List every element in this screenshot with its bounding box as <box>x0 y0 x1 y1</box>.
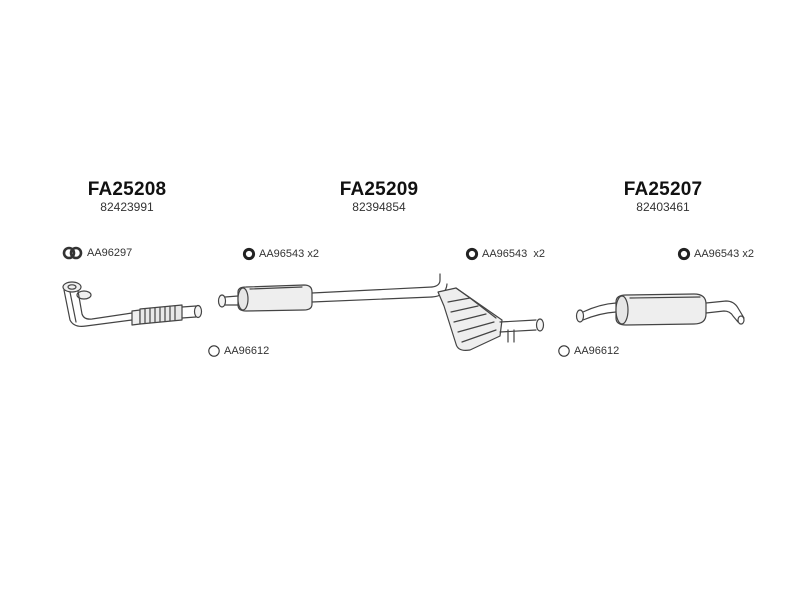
accessory-label: AA96612 <box>574 345 620 357</box>
part-oe-number: 82403461 <box>636 200 690 214</box>
accessory-label: AA96543 x2 <box>482 248 545 260</box>
part-header-fa25208: FA25208 82423991 <box>72 179 182 215</box>
thin-ring-icon <box>558 345 570 357</box>
accessory-aa96612-rear: AA96612 <box>557 344 619 358</box>
double-ring-gasket-icon <box>62 246 83 260</box>
rubber-ring-icon <box>465 247 479 261</box>
accessory-label: AA96543 x2 <box>259 248 319 260</box>
part-oe-number: 82394854 <box>352 200 406 214</box>
thin-ring-icon <box>208 345 220 357</box>
accessory-aa96543-rear: AA96543 x2 <box>677 247 754 261</box>
rubber-ring-icon <box>677 247 691 261</box>
centre-section-fa25209 <box>217 273 545 351</box>
part-code: FA25208 <box>87 179 167 200</box>
rear-silencer-fa25207 <box>575 293 745 326</box>
accessory-label: AA96297 <box>87 247 133 259</box>
front-pipe-fa25208 <box>62 281 203 327</box>
part-code: FA25209 <box>339 179 419 200</box>
accessory-aa96612-front: AA96612 <box>207 344 269 358</box>
part-oe-number: 82423991 <box>100 200 154 214</box>
accessory-label: AA96543 x2 <box>694 248 754 260</box>
accessory-aa96543-middle: AA96543 x2 <box>465 247 545 261</box>
part-header-fa25207: FA25207 82403461 <box>608 179 718 215</box>
accessory-label: AA96612 <box>224 345 270 357</box>
accessory-aa96543-front: AA96543 x2 <box>242 247 319 261</box>
part-code: FA25207 <box>623 179 703 200</box>
rubber-ring-icon <box>242 247 256 261</box>
part-header-fa25209: FA25209 82394854 <box>324 179 434 215</box>
accessory-aa96297: AA96297 <box>62 246 132 260</box>
